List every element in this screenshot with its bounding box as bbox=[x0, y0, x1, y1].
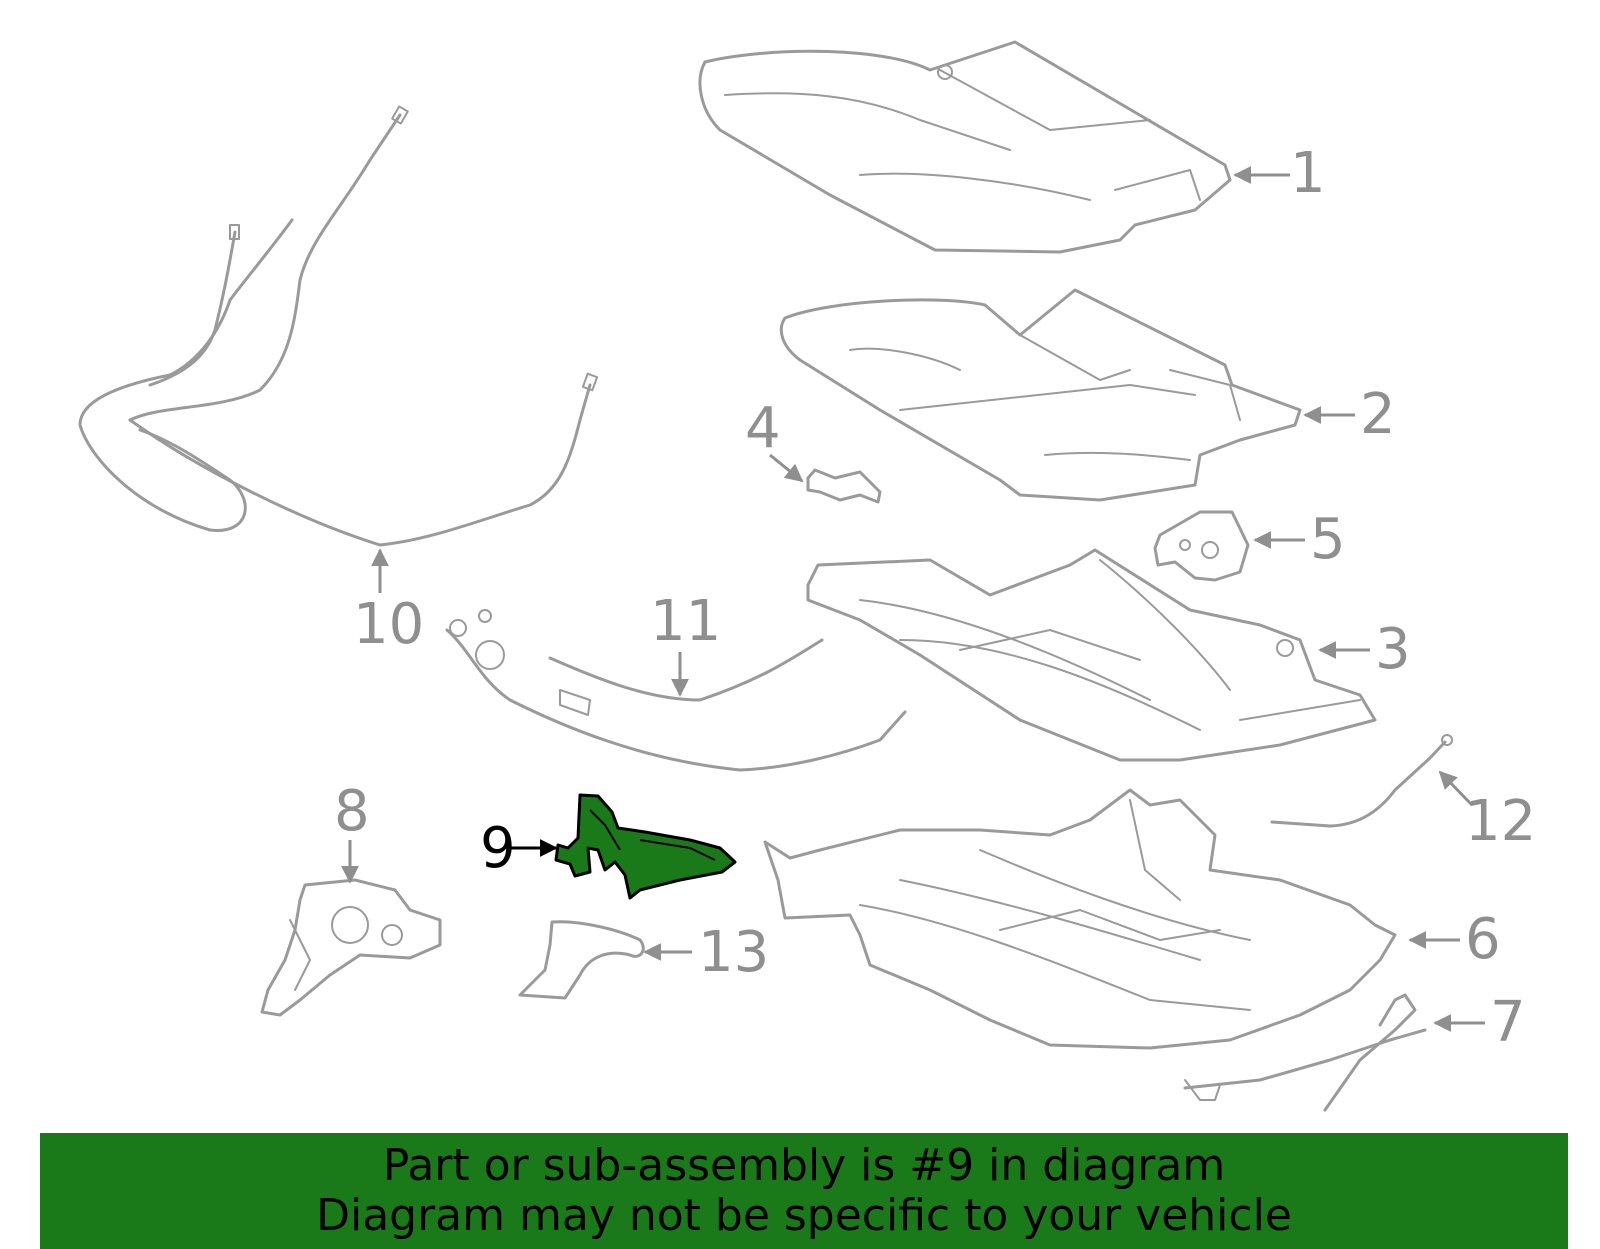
callout-13: 13 bbox=[698, 920, 769, 985]
callout-4: 4 bbox=[745, 396, 781, 461]
callout-11: 11 bbox=[650, 589, 721, 654]
part-7-lever bbox=[1183, 993, 1427, 1112]
leader-12 bbox=[1438, 770, 1474, 807]
part-5-latch bbox=[1153, 510, 1250, 582]
part-8-recliner bbox=[260, 878, 442, 1017]
callout-7: 7 bbox=[1490, 990, 1526, 1055]
callout-12: 12 bbox=[1465, 789, 1536, 854]
callout-5: 5 bbox=[1310, 507, 1346, 572]
callout-8: 8 bbox=[334, 779, 370, 844]
callout-3: 3 bbox=[1375, 617, 1411, 682]
part-13-trim bbox=[518, 920, 645, 1000]
part-2-seat-cushion-pad bbox=[779, 288, 1302, 502]
part-11-cable bbox=[445, 609, 907, 772]
part-6-seat-base bbox=[763, 788, 1397, 1050]
part-12-rod bbox=[1270, 734, 1453, 828]
info-banner: Part or sub-assembly is #9 in diagram Di… bbox=[40, 1133, 1568, 1249]
part-4-bracket bbox=[806, 468, 882, 504]
callout-2: 2 bbox=[1360, 382, 1396, 447]
banner-line-2: Diagram may not be specific to your vehi… bbox=[316, 1190, 1292, 1241]
callout-1: 1 bbox=[1290, 141, 1326, 206]
leader-4 bbox=[769, 453, 804, 483]
part-9-bracket-highlighted bbox=[554, 793, 737, 900]
part-3-seat-frame bbox=[806, 548, 1377, 762]
part-10-cable bbox=[78, 105, 599, 547]
part-1-seat-cushion-cover bbox=[698, 40, 1232, 254]
callout-6: 6 bbox=[1465, 907, 1501, 972]
banner-line-1: Part or sub-assembly is #9 in diagram bbox=[382, 1140, 1226, 1191]
callout-10: 10 bbox=[353, 592, 424, 657]
callout-9: 9 bbox=[480, 816, 516, 881]
